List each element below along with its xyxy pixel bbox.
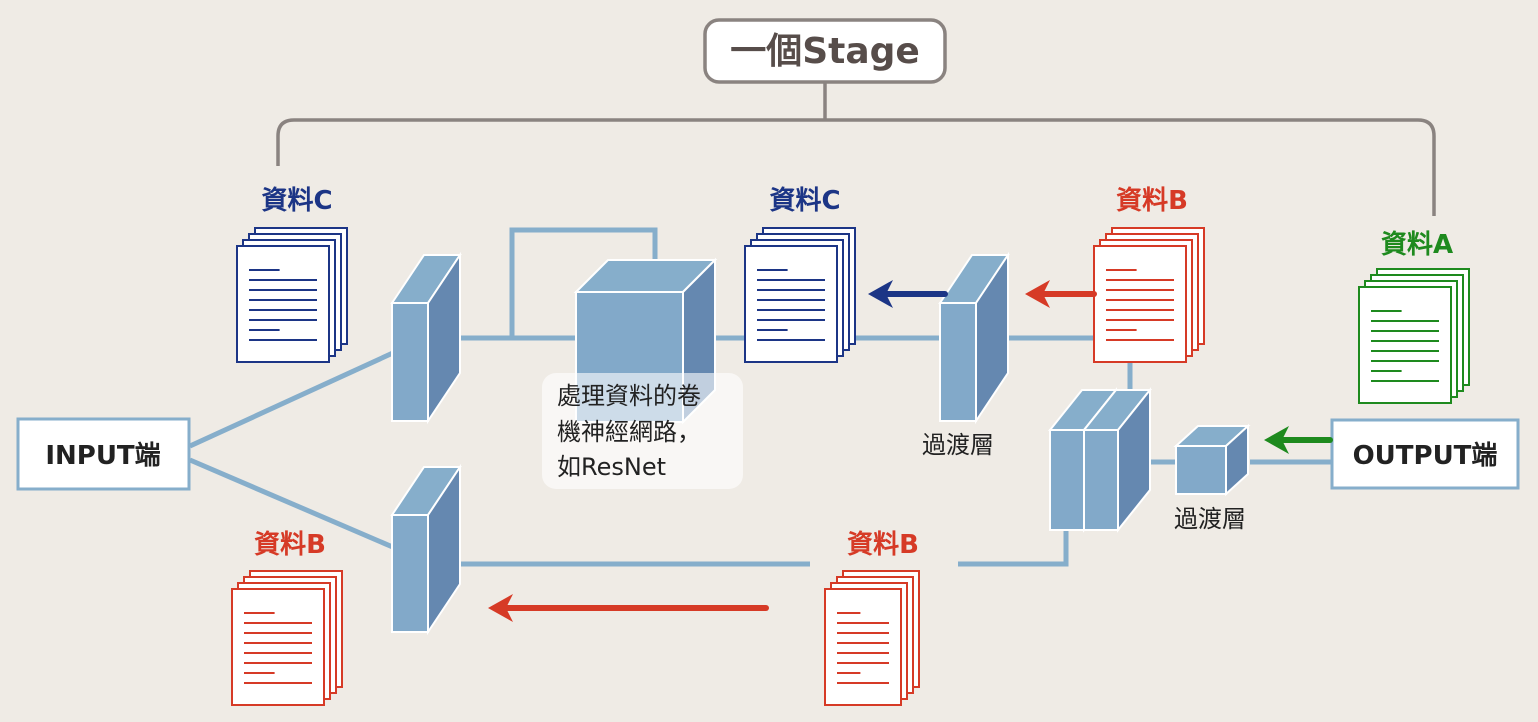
stage-title: 一個Stage — [730, 31, 920, 72]
arrow-data-c — [868, 280, 948, 308]
transition-label-right: 過渡層 — [1174, 505, 1246, 533]
cnn-line-3: 如ResNet — [557, 453, 666, 481]
data-c-mid-label: 資料C — [769, 186, 840, 216]
data-b-left-label: 資料B — [254, 530, 326, 560]
dense-block-b — [1081, 387, 1153, 533]
cnn-line-2: 機神經網路， — [557, 418, 701, 446]
arrow-data-b-top — [1025, 280, 1097, 308]
arrow-data-b-bottom — [488, 594, 769, 622]
doc-stack-data-b-left — [231, 570, 343, 706]
cnn-annotation: 處理資料的卷 機神經網路， 如ResNet — [542, 373, 743, 489]
data-b-top-label: 資料B — [1116, 186, 1188, 216]
cnn-line-1: 處理資料的卷 — [557, 382, 701, 410]
conv-layer-lower — [390, 463, 462, 636]
doc-stack-data-b-bottom — [824, 570, 920, 706]
stage-title-box: 一個Stage — [703, 18, 947, 84]
output-label: OUTPUT端 — [1353, 441, 1498, 471]
conv-layer-upper — [390, 251, 462, 425]
data-b-bottom-label: 資料B — [847, 530, 919, 560]
input-node: INPUT端 — [16, 417, 191, 491]
data-c-left-label: 資料C — [261, 186, 332, 216]
doc-stack-data-b-top — [1093, 227, 1205, 363]
transition-label-mid: 過渡層 — [922, 431, 994, 459]
doc-stack-data-c-mid — [744, 227, 856, 363]
transition-layer-mid — [938, 251, 1010, 425]
input-label: INPUT端 — [45, 441, 160, 471]
output-node: OUTPUT端 — [1330, 418, 1520, 490]
arrow-data-a — [1264, 426, 1333, 454]
doc-stack-data-c-left — [236, 227, 348, 363]
stage-bracket — [276, 82, 1436, 216]
doc-stack-data-a — [1358, 268, 1470, 404]
data-a-label: 資料A — [1381, 230, 1453, 260]
transition-layer-right — [1173, 423, 1251, 497]
